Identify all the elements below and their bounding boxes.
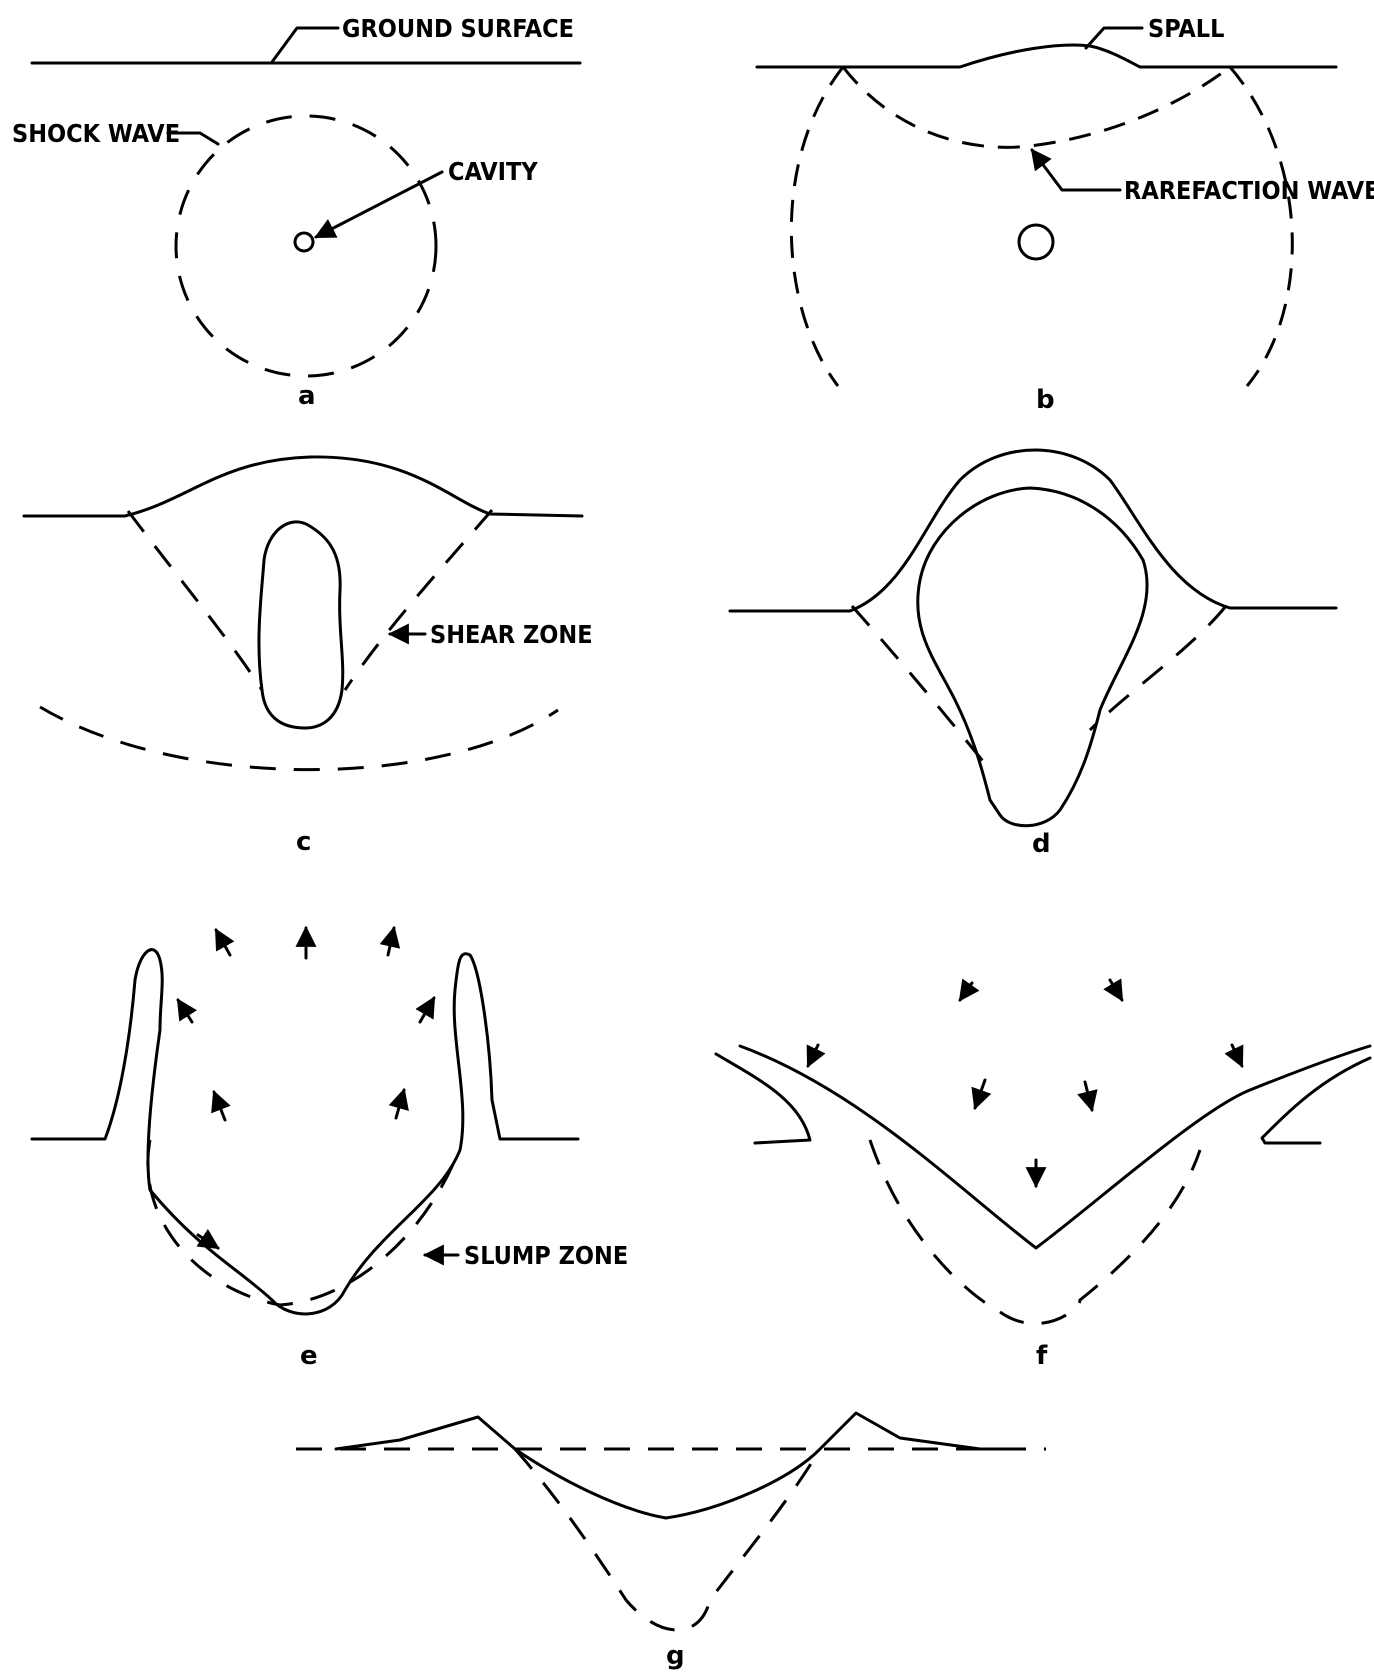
panel-e: SLUMP ZONE e (32, 928, 628, 1371)
spall-label: SPALL (1148, 14, 1224, 43)
ejecta-arrow-6 (214, 1092, 225, 1120)
uplift-surface (24, 457, 582, 516)
spall-surface (757, 45, 1336, 67)
shock-wave-circle (176, 116, 436, 376)
fallback-arrow-1 (960, 983, 972, 1000)
ejecta-arrow-5 (420, 998, 434, 1022)
panel-c: SHEAR ZONE c (24, 457, 593, 857)
shear-zone-label: SHEAR ZONE (430, 620, 593, 649)
shock-wave-right-arc (1230, 67, 1292, 386)
crater-floor-f (740, 1046, 1370, 1248)
dome-surface (730, 450, 1336, 611)
fallback-arrow-6 (1085, 1082, 1092, 1110)
cavity-leader (316, 172, 442, 237)
caption-d: d (1032, 829, 1051, 859)
caption-c: c (296, 827, 311, 857)
shock-wave-left-arc (791, 67, 843, 386)
ejecta-arrow-4 (178, 1000, 192, 1022)
fallback-arrow-4 (1232, 1045, 1242, 1066)
panel-g: g (296, 1413, 1046, 1671)
shock-wave-arc-c (40, 707, 558, 770)
ground-surface-label: GROUND SURFACE (342, 14, 574, 43)
ejecta-arrow-7 (396, 1090, 404, 1118)
flap-right (1262, 1058, 1370, 1143)
rarefaction-wave-leader (1032, 150, 1120, 190)
shear-zone-left (128, 511, 262, 690)
ground-surface-leader (272, 28, 338, 62)
panel-f: f (716, 980, 1370, 1371)
cavity-circle (295, 233, 313, 251)
flap-left (716, 1054, 810, 1143)
slump-zone-label: SLUMP ZONE (464, 1241, 628, 1270)
slump-zone-arc (148, 1140, 455, 1305)
final-crater-profile (336, 1413, 1010, 1518)
fallback-arrow-3 (808, 1045, 818, 1066)
panel-d: d (730, 450, 1336, 859)
cavity-chimney (259, 522, 343, 728)
ejecta-arrow-1 (216, 930, 230, 955)
shock-wave-label: SHOCK WAVE (12, 119, 180, 148)
caption-b: b (1036, 385, 1055, 415)
ejecta-arrow-3 (388, 928, 394, 955)
cavity-circle-b (1019, 225, 1053, 259)
panel-b: SPALL RAREFACTION WAVE b (757, 14, 1374, 415)
rarefaction-wave-label: RAREFACTION WAVE (1124, 176, 1374, 205)
caption-g: g (666, 1641, 685, 1671)
fallback-arrow-2 (1110, 980, 1122, 1000)
panel-a: GROUND SURFACE SHOCK WAVE CAVITY a (12, 14, 580, 411)
spall-leader (1086, 28, 1142, 48)
caption-a: a (298, 381, 316, 411)
shear-zone-right (345, 510, 492, 690)
fallback-arrow-5 (975, 1080, 985, 1108)
caption-e: e (300, 1341, 318, 1371)
caption-f: f (1036, 1341, 1048, 1371)
cavity-d (918, 488, 1147, 826)
shear-zone-right-d (1090, 606, 1226, 730)
cavity-label: CAVITY (448, 157, 538, 186)
rarefaction-wave-arc (843, 67, 1230, 147)
